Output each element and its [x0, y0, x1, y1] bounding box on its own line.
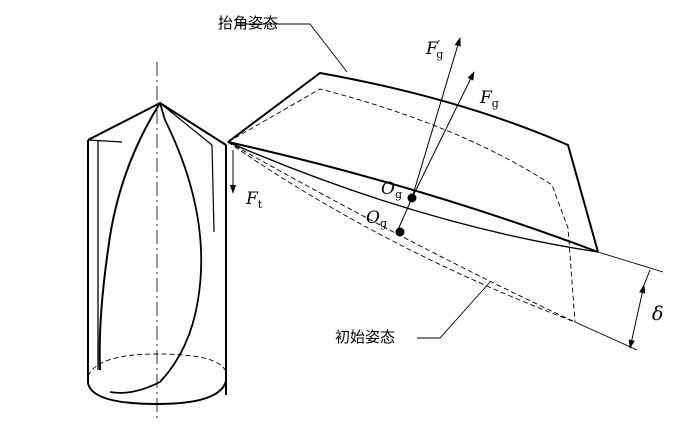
force-fg-arrow: [411, 71, 475, 199]
delta-arrow: [628, 284, 646, 349]
initial-pose-outline: [227, 88, 576, 323]
force-ft-label: Ft: [245, 189, 263, 211]
cg-upper-point: [407, 193, 417, 203]
raised-pose-label: 抬角姿态: [218, 14, 278, 32]
cylinder-body: [87, 102, 227, 405]
raised-pose-outline: [227, 72, 599, 253]
cg-lower-label: Og: [366, 208, 387, 230]
raised-pose-leader: [237, 23, 348, 73]
initial-pose-leader: [417, 281, 491, 339]
delta-label: δ: [652, 303, 663, 325]
cg-lower-point: [395, 227, 405, 237]
delta-dimension: [574, 251, 664, 351]
force-fg-prime-arrow: [411, 37, 461, 199]
cg-upper-label: Og: [381, 179, 402, 201]
force-fg-label: Fg: [479, 88, 499, 110]
cg-link-line: [396, 197, 413, 233]
initial-pose-label: 初始姿态: [335, 328, 395, 346]
force-fg-prime-label: F′g: [425, 38, 443, 61]
